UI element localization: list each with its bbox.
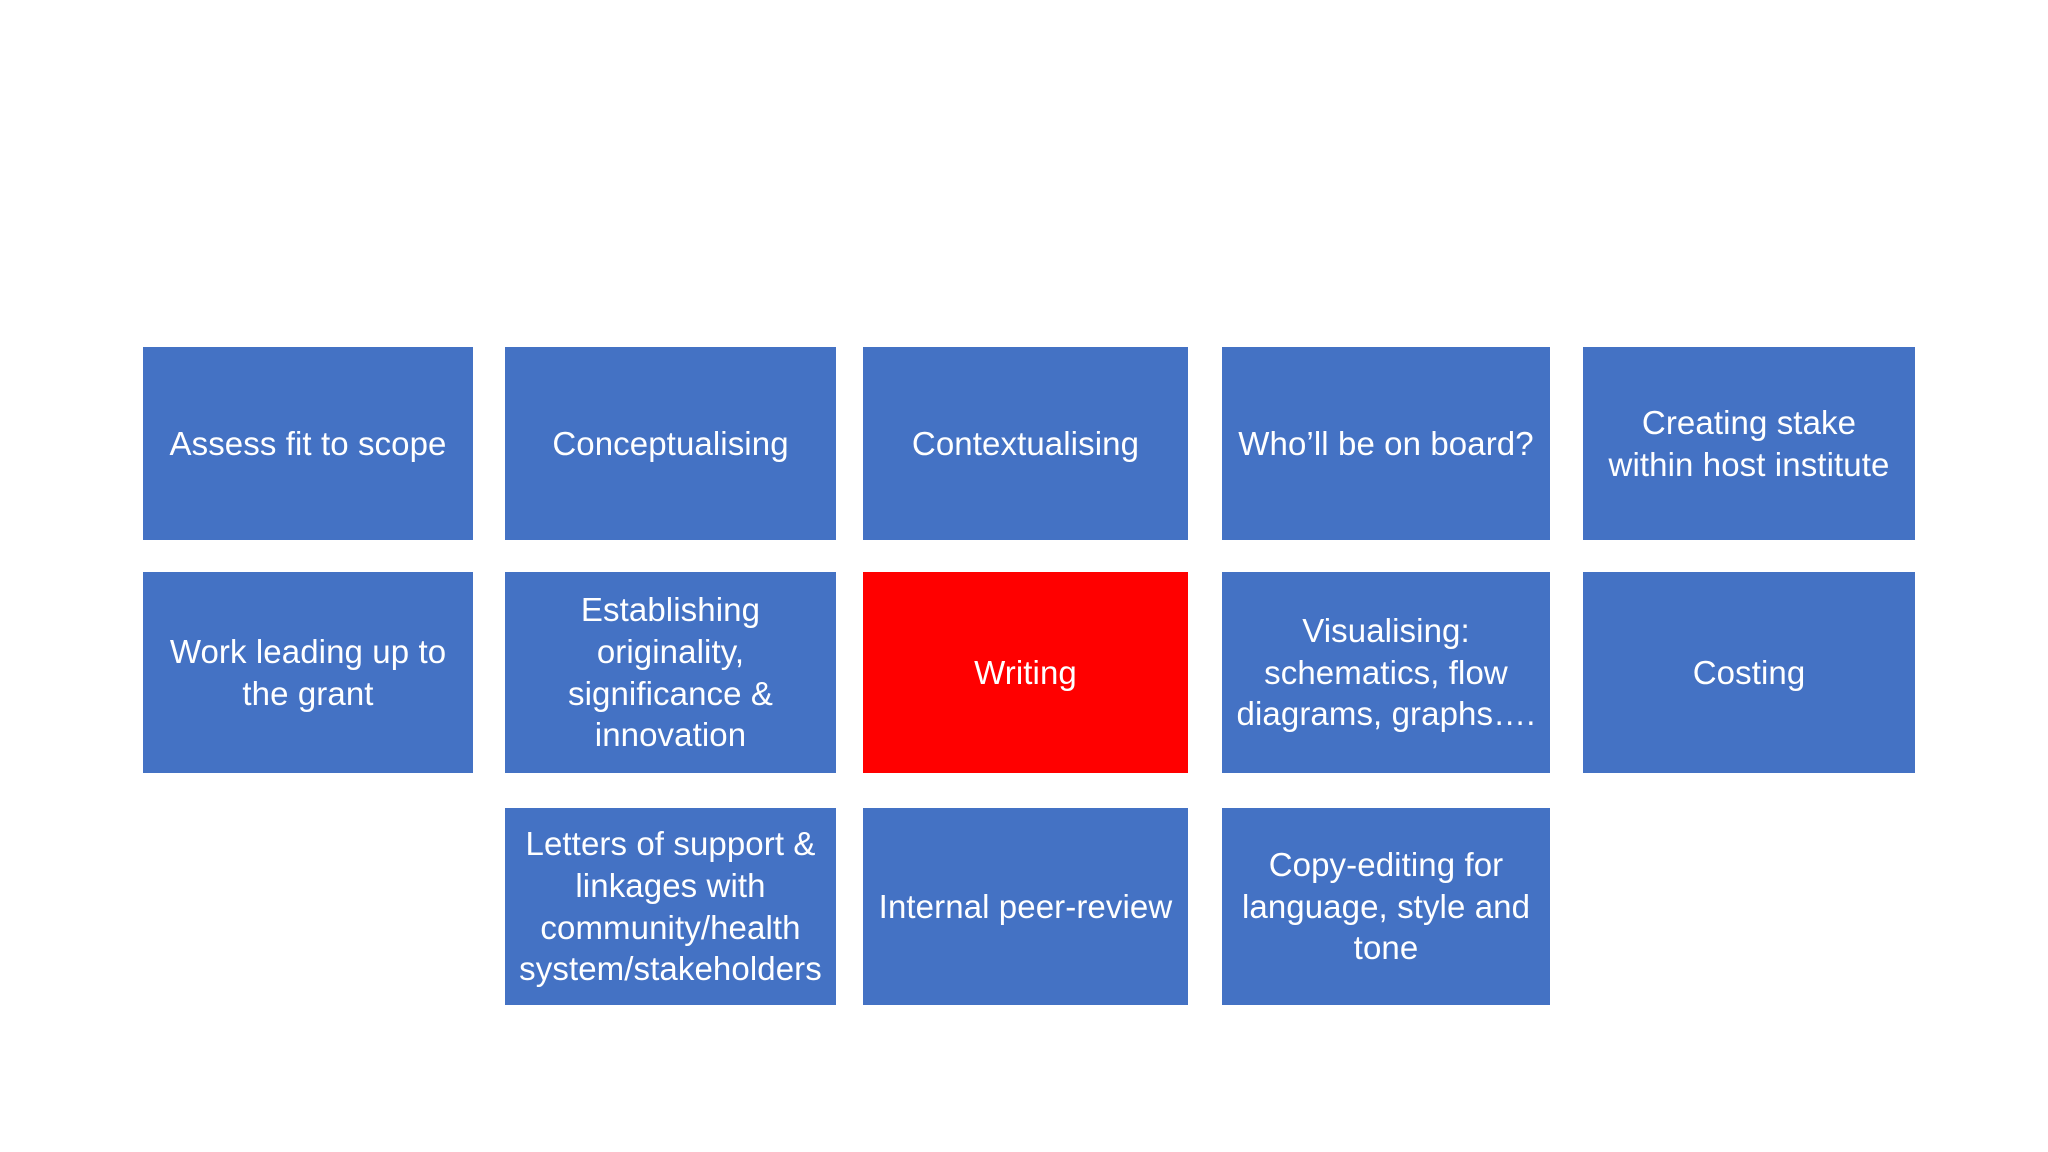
process-box-label: Who’ll be on board? [1238,424,1534,462]
process-box-label: Costing [1692,653,1806,691]
process-box-label: Conceptualising [552,424,789,462]
process-box-wholl-be-on-board[interactable]: Who’ll be on board? [1222,347,1550,540]
process-box-empty-slot-right [1583,808,1915,1005]
process-box-visualising-schematics-flow-diagrams-graphs[interactable]: Visualising: schematics, flow diagrams, … [1222,572,1550,773]
process-box-label: Internal peer-review [878,887,1173,925]
process-box-internal-peer-review[interactable]: Internal peer-review [863,808,1188,1005]
process-box-costing[interactable]: Costing [1583,572,1915,773]
process-box-writing[interactable]: Writing [863,572,1188,773]
process-box-label: Visualising: schematics, flow diagrams, … [1236,611,1536,733]
process-box-label: Assess fit to scope [169,424,447,462]
process-box-empty-slot-left [143,808,473,1005]
process-row-2: Work leading up to the grant Establishin… [143,572,1915,773]
process-box-contextualising[interactable]: Contextualising [863,347,1188,540]
process-box-conceptualising[interactable]: Conceptualising [505,347,836,540]
process-box-work-leading-up-to-the-grant[interactable]: Work leading up to the grant [143,572,473,773]
process-box-creating-stake-within-host-institute[interactable]: Creating stake within host institute [1583,347,1915,540]
process-box-label: Writing [974,653,1077,691]
process-box-label: Work leading up to the grant [169,632,447,712]
process-row-3: Letters of support & linkages with commu… [143,808,1915,1005]
process-box-assess-fit-to-scope[interactable]: Assess fit to scope [143,347,473,540]
process-row-1: Assess fit to scope Conceptualising Cont… [143,347,1915,540]
process-box-label: Copy-editing for language, style and ton… [1241,845,1531,967]
process-box-copy-editing-for-language-style-and-tone[interactable]: Copy-editing for language, style and ton… [1222,808,1550,1005]
process-box-establishing-originality-significance-innovation[interactable]: Establishing originality, significance &… [505,572,836,773]
process-grid: Assess fit to scope Conceptualising Cont… [143,347,1915,1005]
process-box-label: Establishing originality, significance &… [567,590,773,754]
process-box-label: Letters of support & linkages with commu… [519,824,822,988]
process-box-label: Contextualising [911,424,1140,462]
process-box-letters-of-support-and-linkages[interactable]: Letters of support & linkages with commu… [505,808,836,1005]
process-box-label: Creating stake within host institute [1608,403,1890,483]
